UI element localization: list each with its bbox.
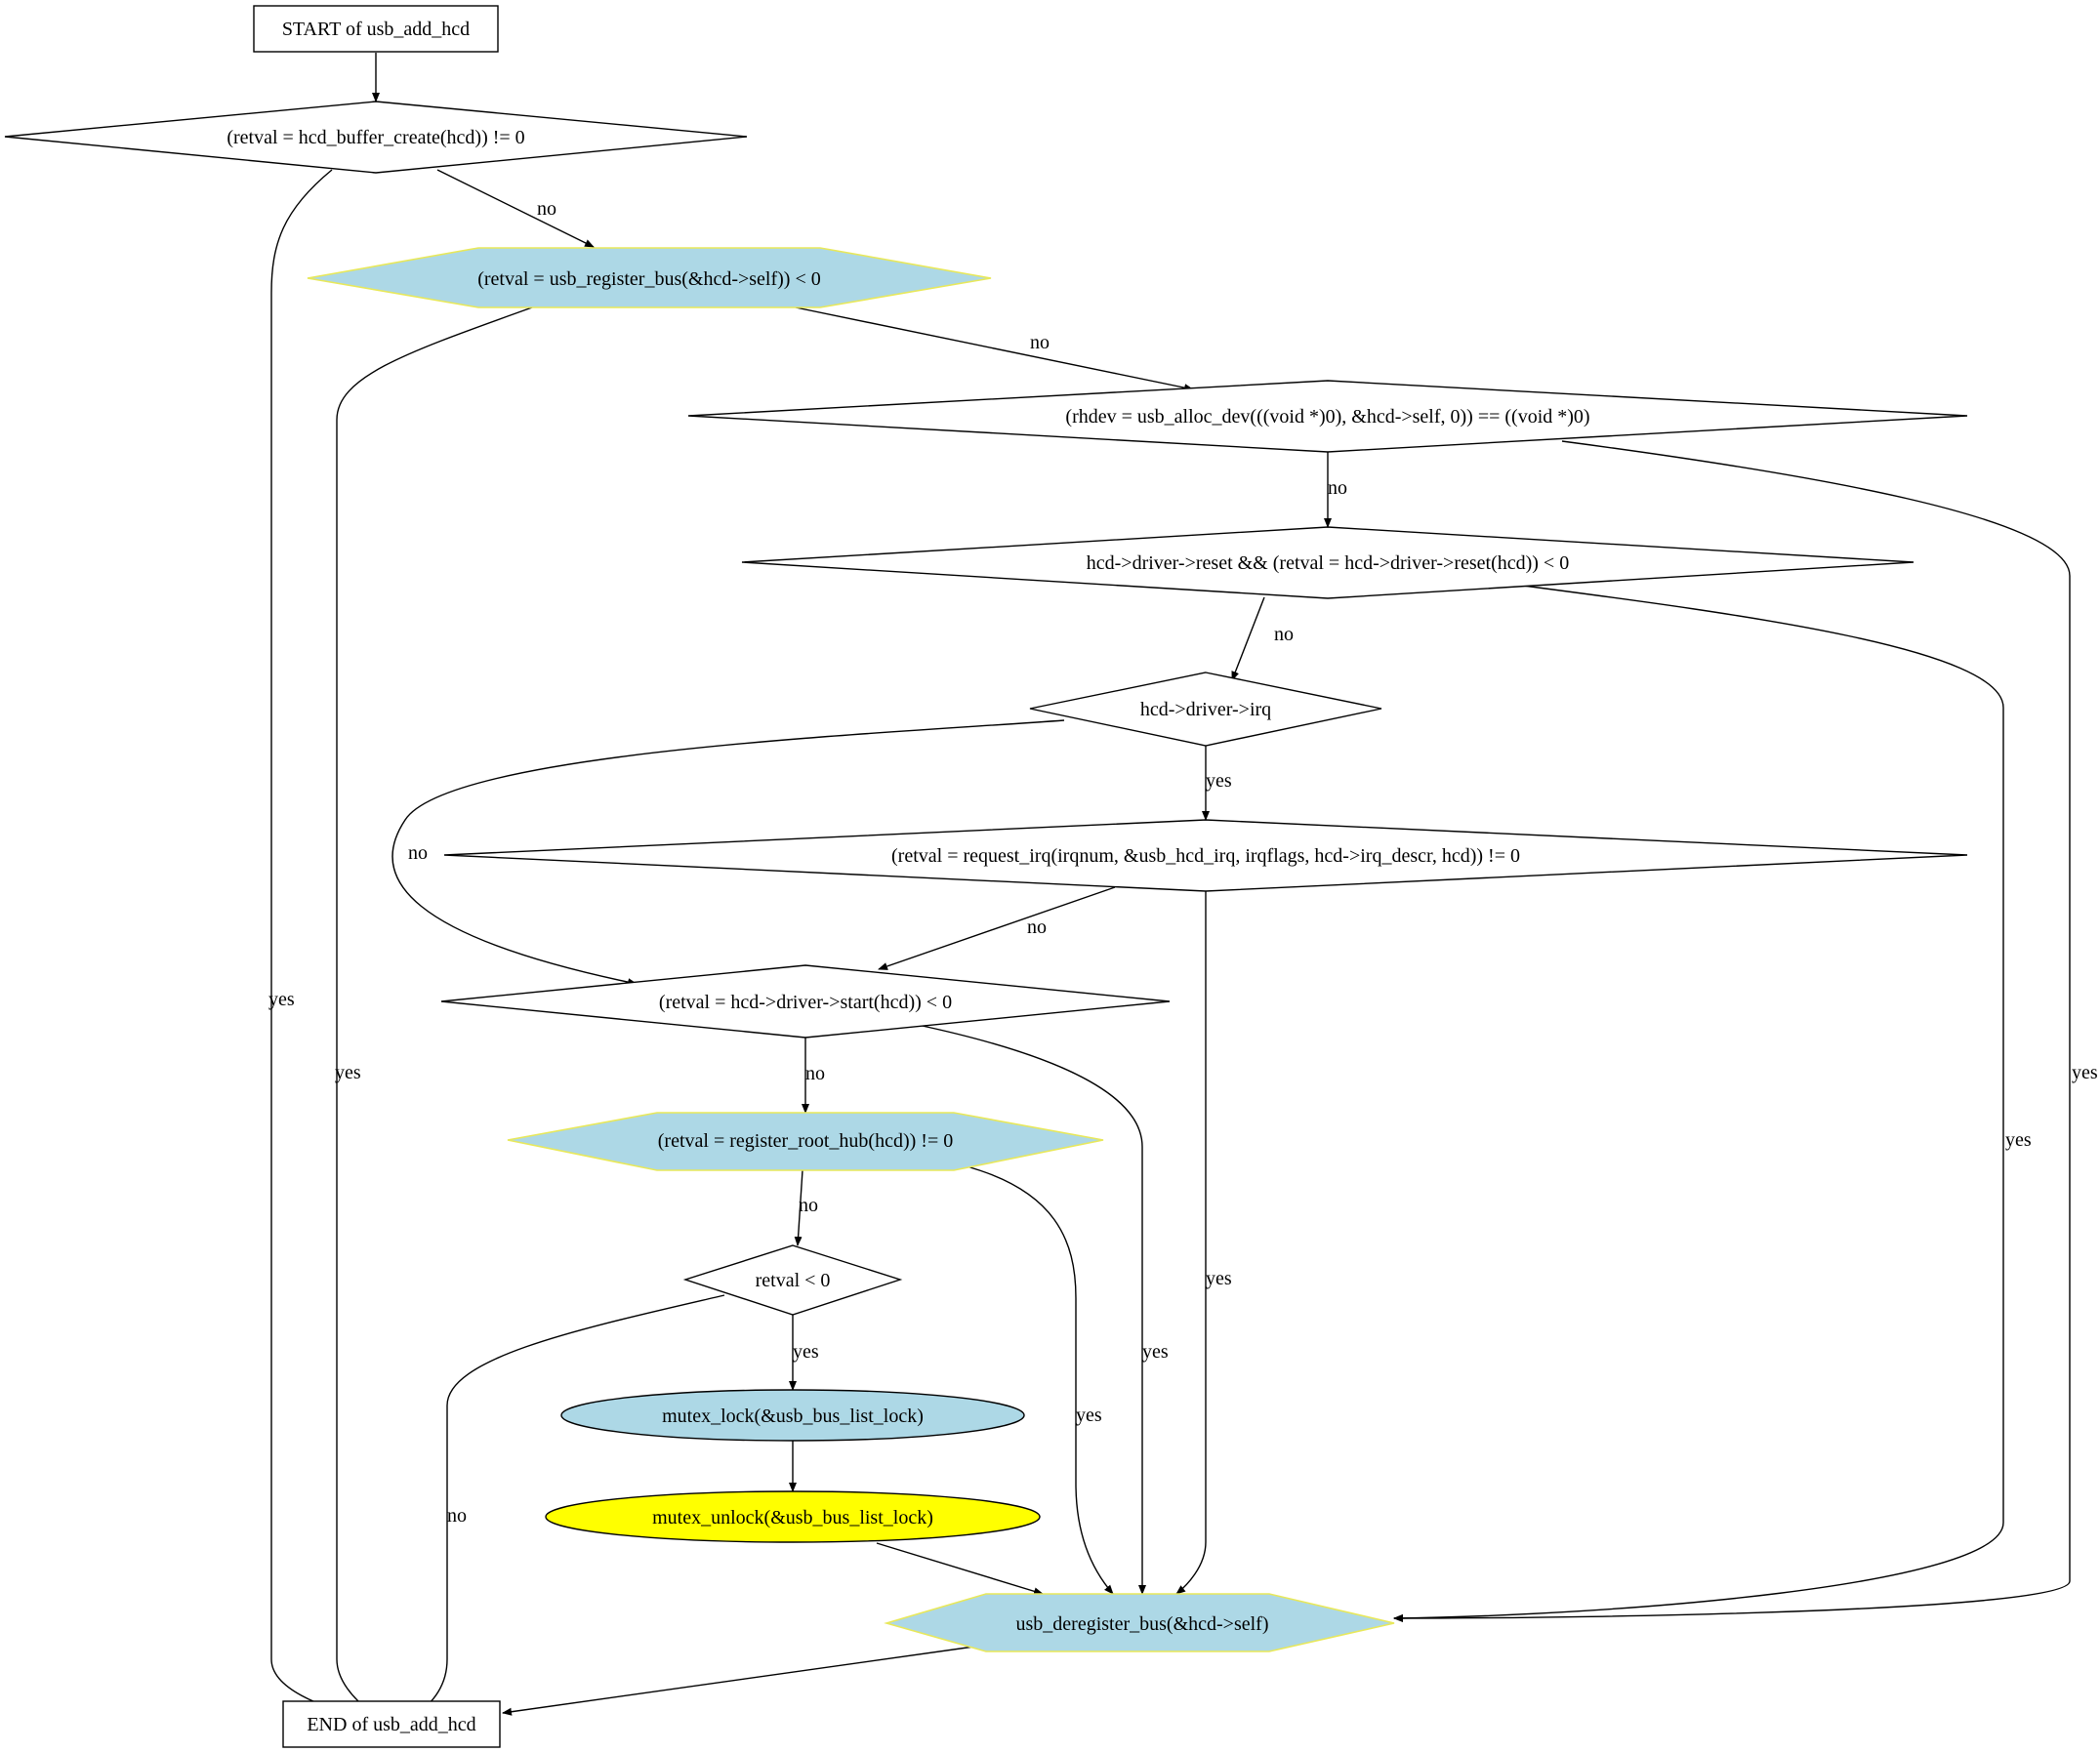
alloc-dev-label: (rhdev = usb_alloc_dev(((void *)0), &hcd… [1065, 406, 1589, 428]
node-end: END of usb_add_hcd [282, 1700, 501, 1748]
mutex-unlock-ellipse [545, 1490, 1041, 1543]
edge-root-hub-yes-to-deregister [966, 1165, 1114, 1595]
driver-irq-diamond [1029, 672, 1382, 747]
register-root-hub-label: (retval = register_root_hub(hcd)) != 0 [658, 1130, 953, 1152]
edge-buffer-create-no-to-register-bus [436, 169, 595, 248]
edge-label-no: no [805, 1063, 825, 1084]
edge-label-yes: yes [793, 1341, 819, 1363]
node-deregister-bus: usb_deregister_bus(&hcd->self) [884, 1593, 1395, 1652]
node-register-root-hub: (retval = register_root_hub(hcd)) != 0 [507, 1112, 1104, 1171]
edge-label-no: no [1030, 332, 1050, 353]
node-buffer-create: (retval = hcd_buffer_create(hcd)) != 0 [4, 101, 748, 174]
mutex-unlock-label: mutex_unlock(&usb_bus_list_lock) [652, 1507, 933, 1528]
request-irq-diamond [443, 819, 1968, 892]
register-root-hub-hexagon [507, 1112, 1104, 1171]
edge-driver-reset-yes-to-deregister [1393, 585, 2004, 1622]
edge-label-yes: yes [1142, 1341, 1169, 1363]
node-retval: retval < 0 [682, 1244, 903, 1316]
edge-mutex-unlock-to-deregister [876, 1542, 1044, 1596]
edge-request-irq-yes-to-deregister [1175, 891, 1207, 1595]
retval-diamond [682, 1244, 903, 1316]
deregister-bus-hexagon [884, 1593, 1395, 1652]
register-bus-hexagon [307, 247, 992, 308]
mutex-lock-label: mutex_lock(&usb_bus_list_lock) [662, 1406, 924, 1427]
edge-labels: yes no yes no yes no yes no yes no yes n… [268, 198, 2098, 1527]
node-alloc-dev: (rhdev = usb_alloc_dev(((void *)0), &hcd… [687, 380, 1968, 453]
node-start: START of usb_add_hcd [253, 5, 499, 53]
edge-register-bus-yes-to-end [336, 306, 533, 1717]
edge-label-no: no [1274, 624, 1294, 645]
register-bus-label: (retval = usb_register_bus(&hcd->self)) … [477, 268, 821, 290]
node-request-irq: (retval = request_irq(irqnum, &usb_hcd_i… [443, 819, 1968, 892]
edge-request-irq-no-to-driver-start [878, 886, 1116, 970]
edge-register-bus-no-to-alloc-dev [795, 306, 1194, 392]
edge-label-yes: yes [1206, 1268, 1232, 1289]
end-box [282, 1700, 501, 1748]
alloc-dev-diamond [687, 380, 1968, 453]
node-register-bus: (retval = usb_register_bus(&hcd->self)) … [307, 247, 992, 308]
driver-start-label: (retval = hcd->driver->start(hcd)) < 0 [659, 992, 952, 1013]
edge-label-no: no [1328, 477, 1347, 499]
node-driver-start: (retval = hcd->driver->start(hcd)) < 0 [440, 964, 1171, 1039]
retval-label: retval < 0 [756, 1270, 831, 1291]
edge-label-no: no [537, 198, 556, 220]
end-label: END of usb_add_hcd [307, 1714, 475, 1735]
deregister-bus-label: usb_deregister_bus(&hcd->self) [1016, 1613, 1269, 1635]
edge-label-yes: yes [2005, 1129, 2032, 1151]
node-mutex-unlock: mutex_unlock(&usb_bus_list_lock) [545, 1490, 1041, 1543]
edge-label-no: no [447, 1505, 467, 1527]
edge-deregister-to-end [502, 1645, 982, 1716]
edge-retval-no-to-end [412, 1294, 725, 1717]
edge-alloc-dev-yes-to-deregister [1393, 440, 2071, 1622]
edge-label-yes: yes [335, 1062, 361, 1083]
edge-label-no: no [1027, 917, 1047, 938]
request-irq-label: (retval = request_irq(irqnum, &usb_hcd_i… [891, 845, 1520, 867]
edge-label-yes: yes [268, 989, 295, 1010]
buffer-create-label: (retval = hcd_buffer_create(hcd)) != 0 [226, 127, 524, 148]
start-label: START of usb_add_hcd [282, 19, 470, 40]
node-mutex-lock: mutex_lock(&usb_bus_list_lock) [560, 1389, 1025, 1442]
edge-driver-start-yes-to-deregister [917, 1024, 1146, 1595]
driver-reset-label: hcd->driver->reset && (retval = hcd->dri… [1087, 552, 1569, 574]
edge-buffer-create-yes-to-end [270, 169, 362, 1719]
start-box [253, 5, 499, 53]
edge-label-yes: yes [1076, 1405, 1102, 1426]
edge-label-no: no [799, 1195, 818, 1216]
edges [270, 53, 2071, 1719]
driver-irq-label: hcd->driver->irq [1140, 699, 1271, 720]
edge-root-hub-no-to-retval [794, 1169, 803, 1246]
edge-driver-reset-no-to-driver-irq [1231, 596, 1265, 681]
edge-label-yes: yes [1206, 770, 1232, 792]
edge-label-yes: yes [2072, 1062, 2098, 1083]
edge-driver-irq-no-to-driver-start [391, 719, 1065, 987]
buffer-create-diamond [4, 101, 748, 174]
driver-start-diamond [440, 964, 1171, 1039]
node-driver-reset: hcd->driver->reset && (retval = hcd->dri… [741, 526, 1915, 599]
edge-label-no: no [408, 842, 428, 864]
mutex-lock-ellipse [560, 1389, 1025, 1442]
node-driver-irq: hcd->driver->irq [1029, 672, 1382, 747]
driver-reset-diamond [741, 526, 1915, 599]
